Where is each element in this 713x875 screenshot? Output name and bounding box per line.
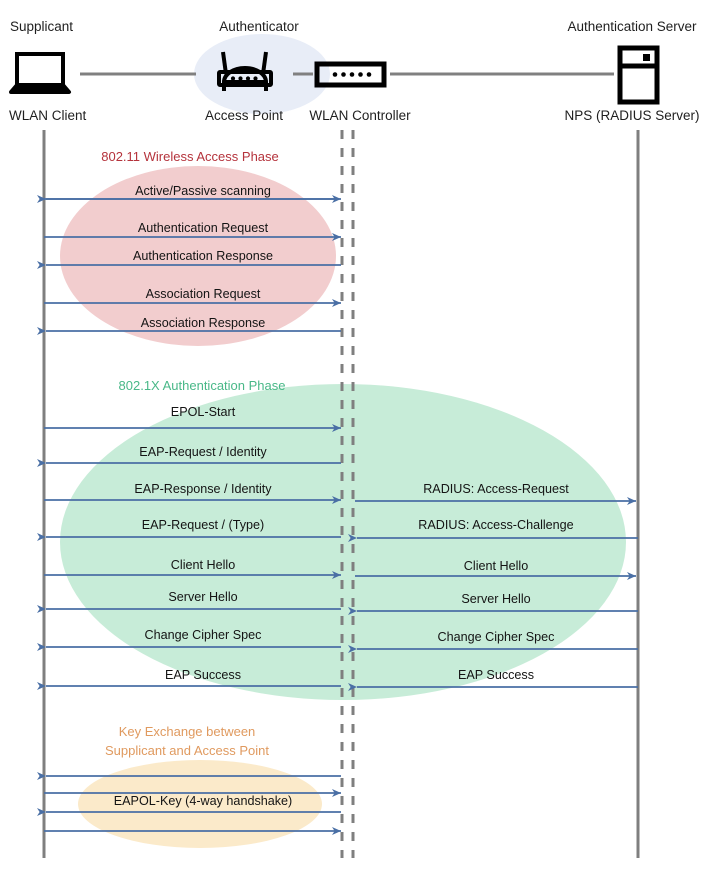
phase-label-key-exchange-line1: Key Exchange between: [118, 724, 256, 739]
message-label-authentication-request: Authentication Request: [137, 221, 269, 235]
laptop-icon: [9, 52, 71, 94]
message-label-eap-request-identity: EAP-Request / Identity: [139, 445, 267, 459]
phase-label-dot1x-authentication: 802.1X Authentication Phase: [118, 378, 286, 393]
message-label-epol-start: EPOL-Start: [170, 405, 236, 419]
actor-device-wlan-client: WLAN Client: [9, 108, 87, 123]
message-label-change-cipher-spec-left: Change Cipher Spec: [144, 628, 262, 642]
message-label-server-hello-left: Server Hello: [168, 590, 238, 604]
server-icon: [617, 45, 660, 105]
actor-role-supplicant: Supplicant: [10, 19, 74, 34]
message-label-eap-success-right: EAP Success: [457, 668, 535, 682]
message-label-change-cipher-spec-right: Change Cipher Spec: [437, 630, 555, 644]
message-label-client-hello-right: Client Hello: [463, 559, 529, 573]
message-label-eapol-key-handshake: EAPOL-Key (4-way handshake): [113, 794, 293, 808]
key-exchange-ellipse: [78, 760, 322, 848]
actor-device-access-point: Access Point: [204, 108, 284, 123]
message-label-association-request: Association Request: [145, 287, 261, 301]
phase-label-wireless-access: 802.11 Wireless Access Phase: [101, 149, 279, 164]
actor-device-wlan-controller: WLAN Controller: [309, 108, 411, 123]
message-label-eap-response-identity: EAP-Response / Identity: [134, 482, 272, 496]
message-label-association-response: Association Response: [140, 316, 266, 330]
message-label-radius-access-challenge: RADIUS: Access-Challenge: [418, 518, 574, 532]
message-label-client-hello-left: Client Hello: [170, 558, 236, 572]
actor-device-nps-radius-server: NPS (RADIUS Server): [564, 108, 700, 123]
wireless-phase-ellipse: [60, 166, 336, 346]
access-point-icon: [217, 51, 273, 91]
message-label-authentication-response: Authentication Response: [132, 249, 274, 263]
message-label-active-passive-scanning: Active/Passive scanning: [135, 184, 271, 198]
wlan-controller-icon: [314, 61, 387, 88]
message-label-server-hello-right: Server Hello: [461, 592, 531, 606]
phase-label-key-exchange-line2: Supplicant and Access Point: [104, 743, 270, 758]
message-label-eap-request-type: EAP-Request / (Type): [141, 518, 265, 532]
message-label-eap-success-left: EAP Success: [164, 668, 242, 682]
message-label-radius-access-request: RADIUS: Access-Request: [423, 482, 569, 496]
actor-role-authenticator: Authenticator: [219, 19, 299, 34]
actor-role-authentication-server: Authentication Server: [567, 19, 697, 34]
